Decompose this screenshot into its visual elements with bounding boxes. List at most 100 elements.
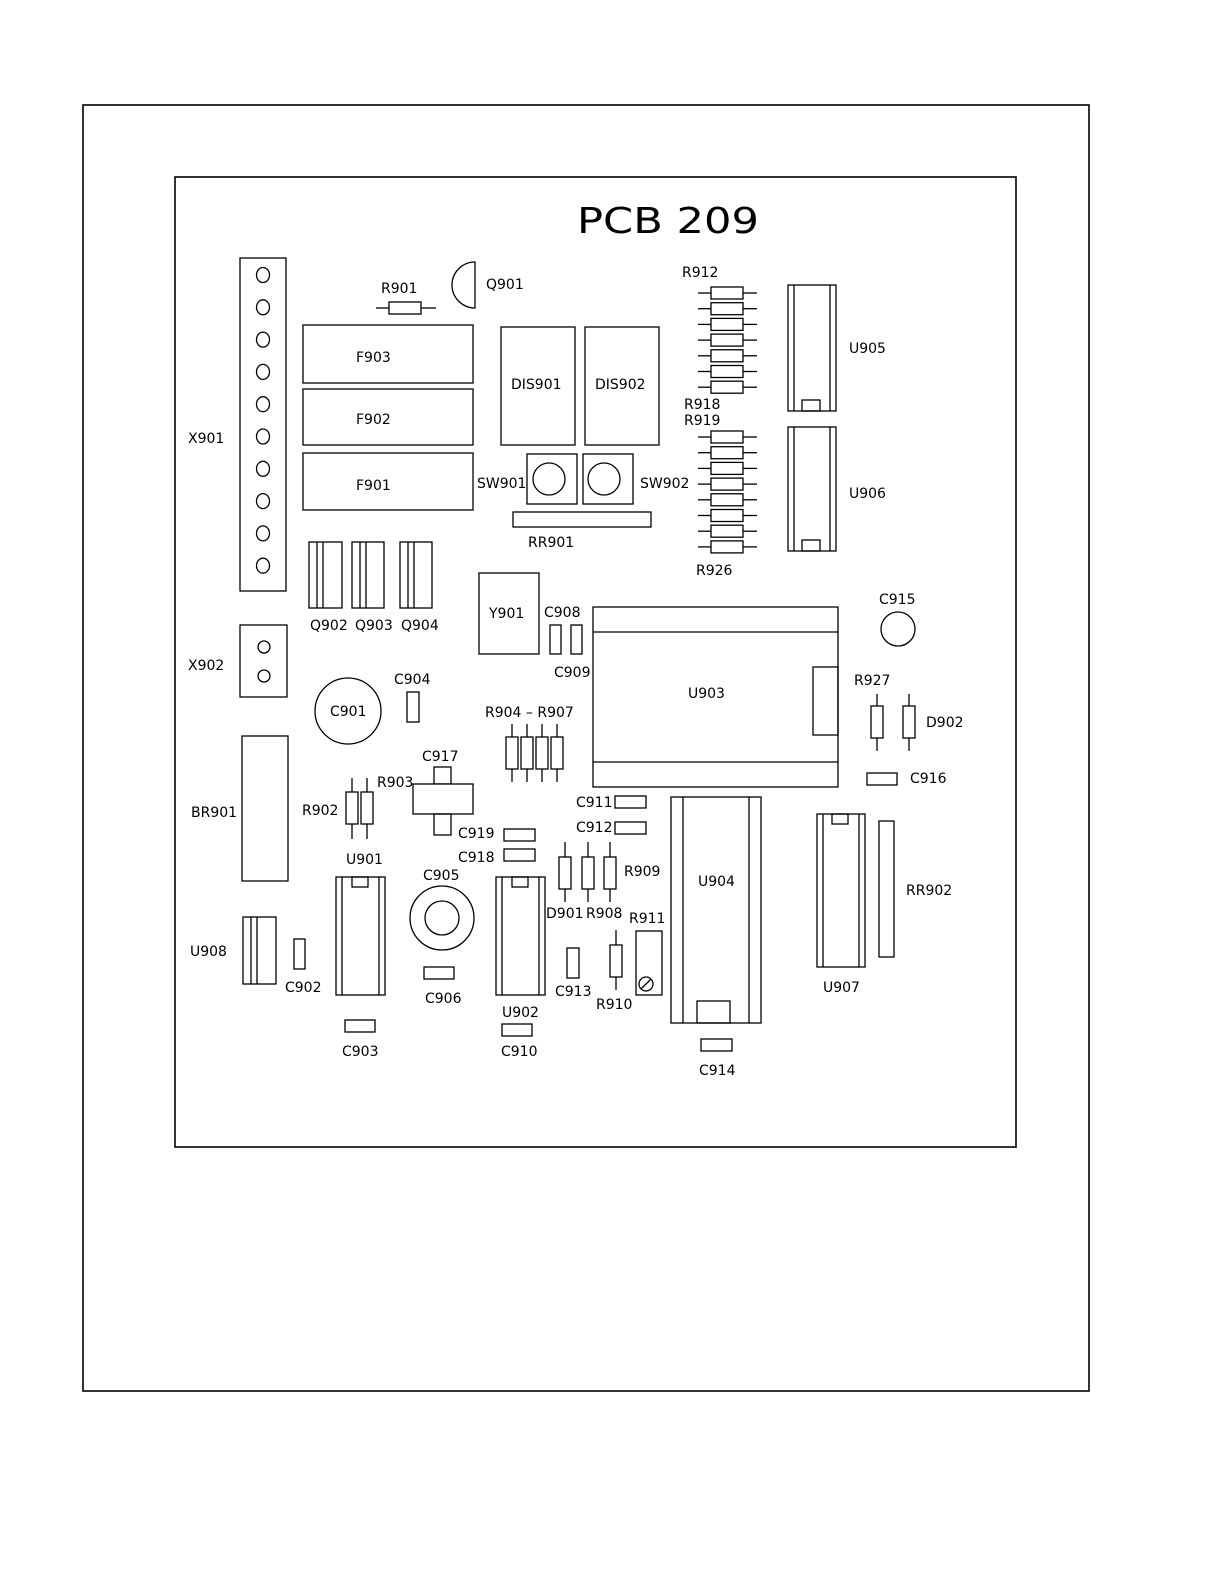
label-u902: U902 <box>502 1005 539 1021</box>
label-r912: R912 <box>682 265 718 281</box>
capacitor-c911 <box>614 795 647 809</box>
label-r902: R902 <box>302 803 338 819</box>
connector-hole <box>255 363 271 381</box>
resistor-network-rr902 <box>878 820 895 958</box>
bridge-rectifier-br901 <box>241 735 289 882</box>
connector-hole <box>255 299 271 316</box>
label-u905: U905 <box>849 341 886 357</box>
label-c918: C918 <box>458 850 495 866</box>
label-f902: F902 <box>356 412 391 428</box>
resistor <box>698 446 757 460</box>
label-q901: Q901 <box>486 277 524 293</box>
label-c901: C901 <box>330 704 367 720</box>
display-dis902 <box>584 326 660 446</box>
label-q904: Q904 <box>401 618 439 634</box>
resistor-r902 <box>345 778 359 839</box>
ic-u907 <box>816 813 866 968</box>
label-u906: U906 <box>849 486 886 502</box>
crystal-y901 <box>478 572 540 655</box>
label-c903: C903 <box>342 1044 379 1060</box>
capacitor-c906 <box>423 966 455 980</box>
resistor <box>698 524 757 538</box>
diode-d902 <box>902 694 916 751</box>
capacitor-c912 <box>614 821 647 835</box>
connector-x901 <box>239 257 287 592</box>
label-r927: R927 <box>854 673 890 689</box>
capacitor-c913 <box>566 947 580 979</box>
label-c914: C914 <box>699 1063 736 1079</box>
ic-u904 <box>670 796 762 1024</box>
connector-hole <box>255 428 271 445</box>
capacitor-c914 <box>700 1038 733 1052</box>
transistor-q904 <box>399 541 433 609</box>
capacitor-c916 <box>866 772 898 786</box>
connector-hole <box>255 492 271 510</box>
label-d902: D902 <box>926 715 964 731</box>
resistor <box>698 430 757 444</box>
label-c917: C917 <box>422 749 459 765</box>
resistor-r903 <box>360 778 374 839</box>
ic-u905 <box>787 284 837 412</box>
label-c902: C902 <box>285 980 322 996</box>
label-r910: R910 <box>596 997 632 1013</box>
connector-hole <box>255 266 271 284</box>
resistor-network-rr901 <box>512 511 652 528</box>
label-u901: U901 <box>346 852 383 868</box>
label-rr901: RR901 <box>528 535 574 551</box>
label-c919: C919 <box>458 826 495 842</box>
capacitor-c917 <box>412 766 474 836</box>
capacitor-c901 <box>314 677 382 745</box>
connector-hole <box>255 525 271 542</box>
label-f903: F903 <box>356 350 391 366</box>
resistor <box>698 302 757 316</box>
trimmer-r911 <box>635 930 663 996</box>
transistor-q903 <box>351 541 385 609</box>
capacitor-c919 <box>503 828 536 842</box>
resistor <box>698 286 757 300</box>
connector-hole <box>255 396 271 413</box>
label-r911: R911 <box>629 911 665 927</box>
label-u908: U908 <box>190 944 227 960</box>
label-q902: Q902 <box>310 618 348 634</box>
fuse-f902 <box>302 388 474 446</box>
label-x901: X901 <box>188 431 224 447</box>
label-c906: C906 <box>425 991 462 1007</box>
label-c915: C915 <box>879 592 916 608</box>
capacitor-c915 <box>880 611 916 647</box>
resistor <box>520 724 534 782</box>
label-x902: X902 <box>188 658 224 674</box>
resistor-array-r912-r918 <box>698 286 757 394</box>
label-c911: C911 <box>576 795 613 811</box>
label-r903: R903 <box>377 775 413 791</box>
label-u903: U903 <box>688 686 725 702</box>
label-sw901: SW901 <box>477 476 526 492</box>
capacitor-c905 <box>409 885 475 951</box>
switch-sw902 <box>582 453 634 505</box>
label-c913: C913 <box>555 984 592 1000</box>
label-r909: R909 <box>624 864 660 880</box>
resistor <box>698 540 757 554</box>
label-c912: C912 <box>576 820 613 836</box>
label-c916: C916 <box>910 771 947 787</box>
resistor-r909 <box>603 842 617 902</box>
resistor <box>550 724 564 782</box>
label-r919: R919 <box>684 413 720 429</box>
switch-sw901 <box>526 453 578 505</box>
label-r926: R926 <box>696 563 733 579</box>
capacitor-c918 <box>503 848 536 862</box>
label-dis901: DIS901 <box>511 377 562 393</box>
label-dis902: DIS902 <box>595 377 646 393</box>
resistor <box>698 349 757 363</box>
resistor <box>698 317 757 332</box>
ic-u903 <box>592 606 839 788</box>
resistor <box>698 461 757 476</box>
resistor-r910 <box>609 930 623 990</box>
capacitor-c910 <box>501 1023 533 1037</box>
connector-hole <box>255 460 271 477</box>
connector-x902 <box>239 624 288 698</box>
transistor-q901 <box>451 261 476 309</box>
label-c908: C908 <box>544 605 581 621</box>
label-sw902: SW902 <box>640 476 689 492</box>
connector-hole <box>255 331 271 348</box>
